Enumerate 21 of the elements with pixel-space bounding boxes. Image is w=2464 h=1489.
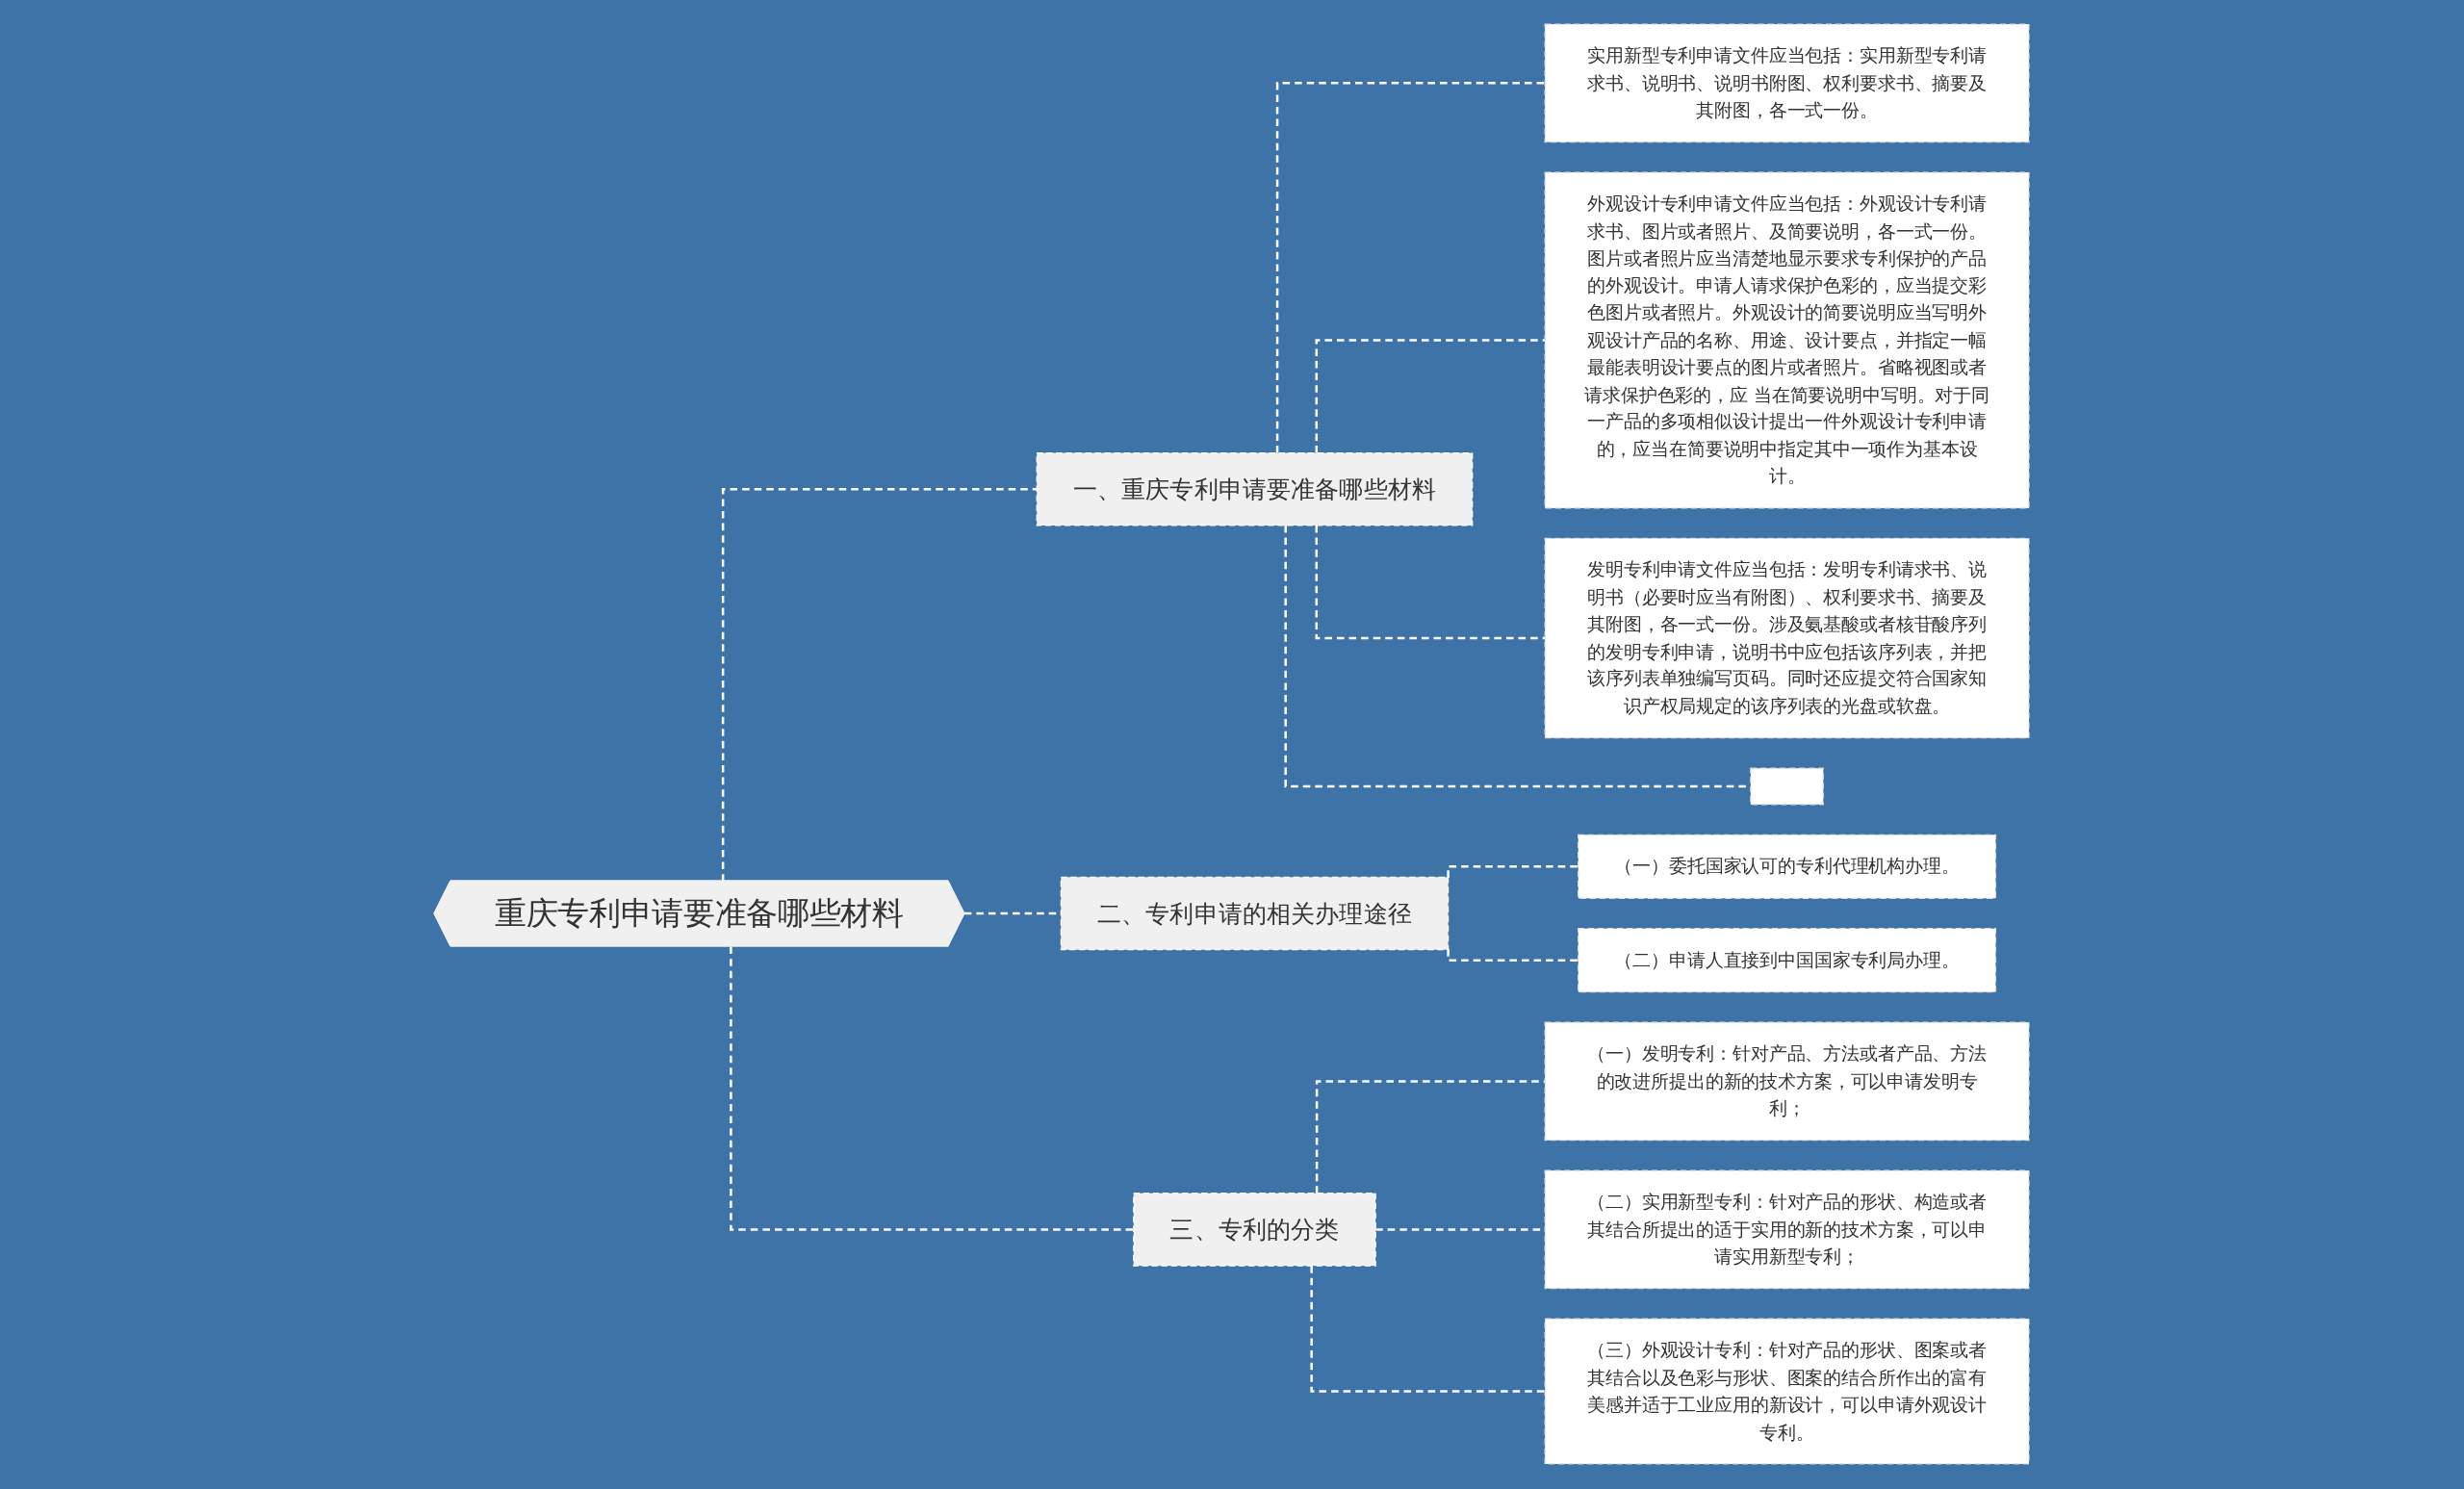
connector: [722, 488, 1038, 883]
connector: [1316, 526, 1546, 640]
node-box: [1061, 877, 1450, 951]
connector: [730, 947, 1135, 1232]
connector: [1316, 339, 1546, 453]
node-box: [1545, 23, 2031, 143]
node-box: [1037, 452, 1474, 527]
connector: [1447, 949, 1579, 963]
connector: [1276, 82, 1546, 453]
node-box: [1545, 538, 2031, 739]
node-box: [1545, 1170, 2031, 1290]
node-box: [1545, 171, 2031, 509]
node-box: [1578, 834, 1997, 900]
node-box: [1133, 1193, 1377, 1268]
mind-map-drawing: 重庆专利申请要准备哪些材料 一、重庆专利申请要准备哪些材料 实用新型专利申请文件应当包括：实用新型专利请求书、说明书、说明书附图、权利要求书、摘要及其附图，各一式一份。 外观设计专利申请文件应当包括：外观设计专利请求书、图片或者照片、及简要说明，各一式一份。图片或者照片应当清楚地显示要求专利保护的产品的外观设计。申请人请求保护色彩的，应当提交彩色图片或者照片。外观设计的简要说明应当写明外观设计产品的名称、用途、设计要点，并指定一幅最能表明设计要点的图片或者照片。省略视图或者请求保护色彩的，应 当在简要说明中写明。对于同一产品的多项相似设计提出一件外观设计专利申请的，应当在简要说明中指定其中一项作为基本设计。 发明专利申请文件应当包括：发明专利请求书、说明书（必要时应当有附图）、权利要求书、摘要及其附图，各一式一份。涉及氨基酸或者核苷酸序列的发明专利申请，说明书中应包括该序列表，并把该序列表单独编写页码。同时还应提交符合国家知识产权局规定的该序列表的光盘或软盘。 二、专利申请的相关办理途径 （一）委托国家认可的专利代理机构办理。 （二）申请人直接到中国国家专利局办理。 三、专利的分类 （一）发明专利：针对产品、方法或者产品、方法的改进所提出的新的技术方案，可以申请发明专利； （二）实用新型专利：针对产品的形状、构造或者其结合所提出的适于实用的新的技术方案，可以申请实用新型专利； （三）外观设计专利：针对产品的形状、图案或者其结合以及色彩与形状、图案的结合所作出的富有美感并适于工业应用的新设计，可以申请外观设计专利。: [424, 14, 2040, 1475]
connector: [1447, 865, 1579, 879]
node-box: [1545, 1022, 2031, 1142]
node-box: [1750, 768, 1825, 806]
node-box: [1545, 1318, 2031, 1466]
connector: [1310, 1266, 1546, 1394]
node-box: [1578, 928, 1997, 993]
